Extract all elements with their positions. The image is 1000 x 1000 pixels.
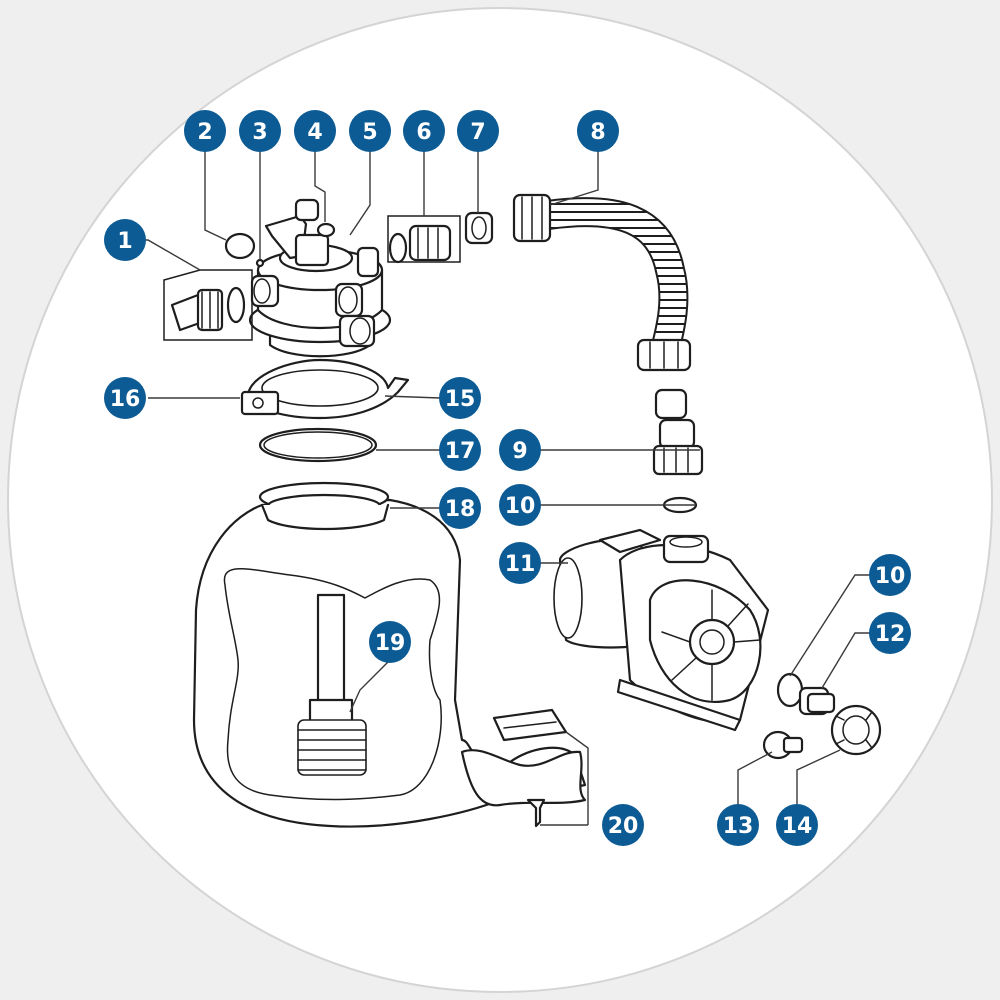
svg-text:15: 15: [445, 387, 476, 412]
svg-text:3: 3: [252, 120, 267, 145]
small-screw: [255, 258, 265, 268]
svg-text:10: 10: [505, 494, 536, 519]
tank-clamp: [240, 358, 410, 420]
callout-14: 14: [776, 804, 818, 846]
pressure-gauge-fittings: [294, 198, 336, 238]
pump-drain-plug: [762, 730, 804, 760]
svg-text:18: 18: [445, 497, 476, 522]
inlet-adapter-assembly: [163, 269, 253, 341]
callout-10-top: 10: [499, 484, 541, 526]
pump-union-nut: [830, 704, 882, 756]
svg-text:5: 5: [362, 120, 377, 145]
connection-hose: [512, 193, 692, 372]
callout-16: 16: [104, 377, 146, 419]
callout-12: 12: [869, 612, 911, 654]
internal-pipe-collector: [297, 593, 367, 776]
pump-adapter: [652, 388, 704, 476]
callout-10-side: 10: [869, 554, 911, 596]
callout-5: 5: [349, 110, 391, 152]
callout-18: 18: [439, 487, 481, 529]
filter-tank: [192, 481, 587, 828]
drain-cap: [224, 232, 256, 260]
callout-4: 4: [294, 110, 336, 152]
callout-9: 9: [499, 429, 541, 471]
filter-pump: [553, 528, 770, 732]
svg-text:14: 14: [782, 814, 813, 839]
svg-text:11: 11: [505, 552, 536, 577]
svg-text:20: 20: [608, 814, 639, 839]
svg-text:16: 16: [110, 387, 141, 412]
pump-o-ring-side: [776, 672, 804, 708]
svg-text:19: 19: [375, 631, 406, 656]
callout-17: 17: [439, 429, 481, 471]
svg-text:12: 12: [875, 622, 906, 647]
svg-text:17: 17: [445, 439, 476, 464]
svg-text:13: 13: [723, 814, 754, 839]
callout-2: 2: [184, 110, 226, 152]
tank-o-ring: [258, 427, 378, 463]
callout-1: 1: [104, 219, 146, 261]
callout-11: 11: [499, 542, 541, 584]
svg-text:1: 1: [117, 229, 132, 254]
callout-3: 3: [239, 110, 281, 152]
svg-text:10: 10: [875, 564, 906, 589]
callout-6: 6: [403, 110, 445, 152]
pump-outlet-adapter: [798, 686, 836, 716]
svg-text:7: 7: [470, 120, 485, 145]
callout-7: 7: [457, 110, 499, 152]
svg-text:6: 6: [416, 120, 431, 145]
callout-19: 19: [369, 621, 411, 663]
svg-text:4: 4: [307, 120, 322, 145]
svg-text:8: 8: [590, 120, 605, 145]
callout-13: 13: [717, 804, 759, 846]
valve-union-connector: [387, 211, 494, 264]
callout-20: 20: [602, 804, 644, 846]
multiport-valve: [248, 214, 392, 358]
callout-8: 8: [577, 110, 619, 152]
svg-text:2: 2: [197, 120, 212, 145]
svg-text:9: 9: [512, 439, 527, 464]
callout-15: 15: [439, 377, 481, 419]
